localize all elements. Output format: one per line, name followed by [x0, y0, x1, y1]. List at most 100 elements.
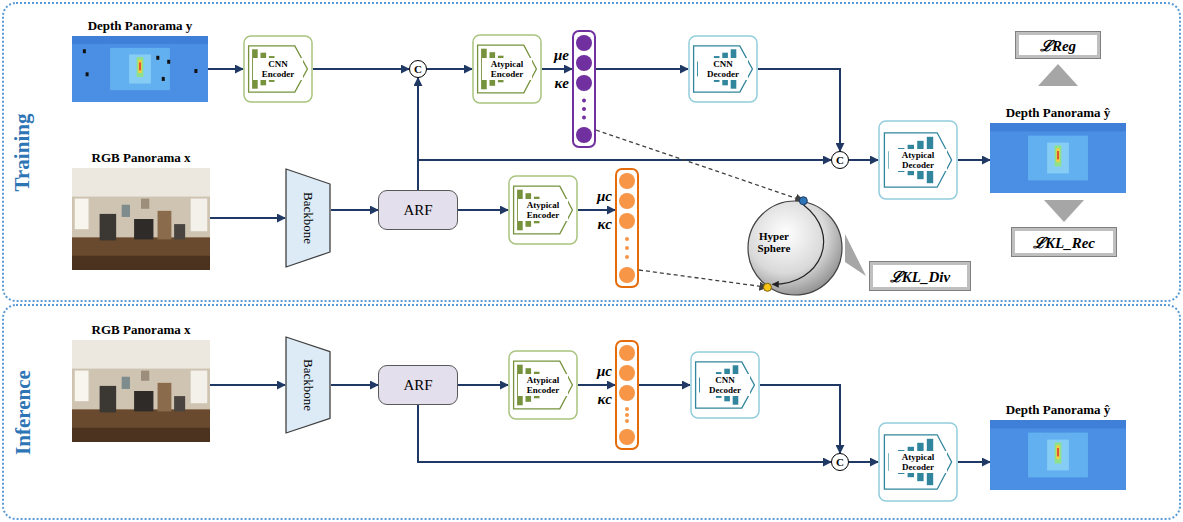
sphere-body [748, 201, 842, 295]
block-outline [689, 36, 757, 102]
block-label-area: CNN Decoder [688, 35, 758, 103]
loss-arrow [845, 234, 866, 276]
image-caption: RGB Panorama x [72, 322, 210, 337]
picture-part [1047, 440, 1069, 471]
vector-outline [616, 341, 638, 449]
block-label: Atypical Decoder [889, 149, 947, 171]
panorama-picture [72, 168, 210, 270]
hypersphere: Hyper Sphere [747, 200, 843, 296]
flow-arrow [210, 384, 285, 386]
stage-panel: TrainingDepth Panorama yCNN EncoderCAtyp… [2, 2, 1181, 302]
block-outline [509, 351, 577, 419]
room-ceiling [72, 340, 210, 369]
vector-ellipsis [625, 407, 629, 411]
vector-cell [576, 35, 592, 51]
block-label: Atypical Encoder [482, 58, 532, 80]
picture-part [139, 62, 141, 70]
flow-arrow [313, 68, 409, 70]
vector-cell [619, 385, 635, 401]
flow-arrow [578, 209, 615, 211]
vector-outline [573, 31, 595, 147]
image-caption: RGB Panorama x [72, 150, 210, 165]
latent-vector: μeκe [572, 30, 596, 148]
sphere-label: Hyper Sphere [751, 230, 797, 254]
block-arrow [696, 362, 755, 408]
depth-background [990, 123, 1126, 193]
room-picture [141, 199, 149, 209]
block-label-area: Atypical Encoder [508, 175, 578, 245]
picture-part [194, 69, 197, 73]
room-furniture [100, 386, 117, 413]
room-floor [72, 237, 210, 270]
depth-background [990, 420, 1126, 490]
room-floor [72, 409, 210, 442]
flow-arrow [596, 68, 688, 70]
vector-ellipsis [625, 419, 629, 423]
flow-arrow [331, 209, 378, 211]
vector-cell [619, 365, 635, 381]
picture-part [1055, 145, 1062, 166]
panorama-image: Depth Panorama y [72, 18, 208, 102]
panorama-picture [990, 123, 1126, 193]
latent-parameter: κe [554, 75, 569, 91]
room-picture [122, 205, 130, 217]
picture-part [167, 60, 170, 64]
panel-title: Inference [11, 370, 36, 455]
flow-arrow [958, 461, 990, 463]
backbone-label-area: Backbone [285, 168, 331, 268]
vector-ellipsis [625, 237, 629, 241]
room-window [75, 371, 89, 402]
block-outline [244, 36, 312, 102]
panorama-image: Depth Panorama ŷ [990, 402, 1126, 490]
vector-shape [615, 340, 639, 450]
vector-ellipsis [625, 413, 629, 417]
flow-arrow [210, 217, 285, 219]
backbone-outline [286, 169, 330, 267]
vector-shape [615, 168, 639, 288]
parameter-labels: μcκc [597, 188, 612, 232]
loss-arrow [1044, 200, 1084, 222]
concat-symbol: C [409, 60, 427, 78]
loss-label: ℒKL_Div [890, 266, 950, 286]
block-label: CNN Decoder [700, 374, 750, 396]
image-caption: Depth Panorama ŷ [990, 402, 1126, 417]
picture-part [1028, 136, 1088, 181]
encoder-block: CNN Encoder [243, 35, 313, 103]
vector-shape [572, 30, 596, 148]
picture-part [1057, 448, 1059, 456]
latent-parameter: κc [597, 216, 612, 232]
panorama-image: Depth Panorama ŷ [990, 105, 1126, 193]
picture-part [1055, 442, 1062, 463]
vector-outline [616, 169, 638, 287]
flow-arrow [208, 68, 243, 70]
block-outline [879, 423, 957, 501]
loss-label: ℒKL_Rec [1033, 232, 1095, 252]
picture-part [1057, 151, 1059, 159]
picture-part [129, 54, 151, 83]
flow-arrow [758, 69, 840, 151]
picture-part [162, 77, 165, 81]
room-furniture [174, 224, 185, 239]
block-label-area: CNN Encoder [243, 35, 313, 103]
panorama-picture [72, 36, 208, 102]
backbone-outline [286, 337, 330, 433]
block-outline [473, 35, 541, 103]
vector-cell [619, 429, 635, 445]
concat-letter: C [836, 155, 844, 166]
embedding-dot [799, 197, 807, 205]
room-picture [122, 377, 130, 389]
vector-cell [619, 193, 635, 209]
stage-panel: InferenceRGB Panorama xBackboneARFAtypic… [2, 304, 1181, 520]
decoder-block: CNN Decoder [690, 351, 760, 419]
flow-arrow [542, 68, 572, 70]
room-window [191, 199, 208, 232]
module-box: ARF [378, 190, 458, 230]
panel-label-column: Inference [8, 306, 38, 518]
block-outline [691, 352, 759, 418]
encoder-block: Atypical Encoder [508, 350, 578, 420]
flow-arrow [418, 160, 831, 190]
depth-background [72, 36, 208, 102]
embedding-dot [763, 283, 771, 291]
flow-arrow [849, 461, 878, 463]
